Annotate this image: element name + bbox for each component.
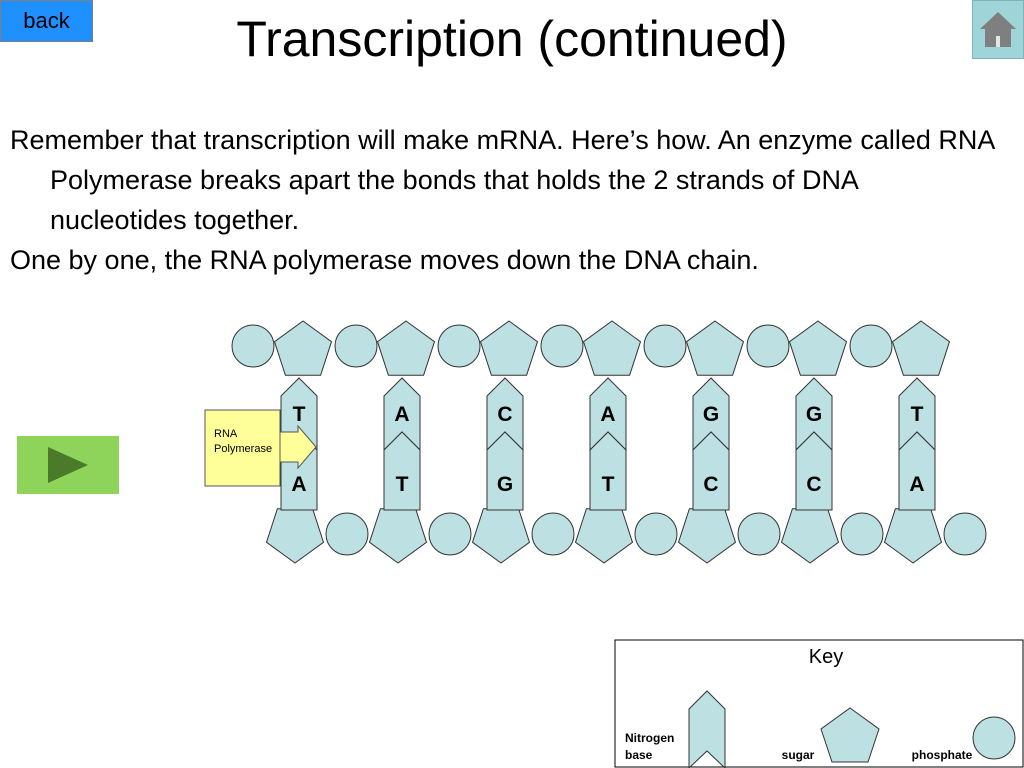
play-button[interactable] [17, 436, 119, 494]
base-letter-top: C [497, 403, 512, 426]
play-icon [48, 447, 88, 483]
home-button[interactable] [972, 0, 1024, 59]
sugar-pentagon [368, 508, 428, 564]
nitrogen-base-bottom [692, 431, 730, 511]
polymerase-label-1: RNA [214, 428, 238, 440]
sugar-pentagon [574, 508, 634, 564]
key-nitrogen-base-icon [688, 690, 726, 768]
base-letter-top: G [703, 403, 719, 426]
phosphate-circle [428, 512, 472, 556]
polymerase-label-2: Polymerase [214, 443, 272, 455]
phosphate-circle [840, 512, 884, 556]
bottom-backbone [265, 508, 987, 564]
base-letter-bottom: A [291, 473, 306, 496]
base-letter-bottom: T [396, 473, 409, 496]
base-letter-bottom: C [806, 473, 821, 496]
sugar-pentagon [273, 320, 333, 376]
key-sugar-icon [820, 707, 880, 763]
base-letter-bottom: C [703, 473, 718, 496]
sugar-pentagon [685, 320, 745, 376]
base-letter-top: T [293, 403, 306, 426]
key-title: Key [809, 646, 843, 668]
base-letter-top: A [600, 403, 615, 426]
back-button[interactable]: back [0, 0, 93, 42]
phosphate-circle [737, 512, 781, 556]
sugar-pentagon [479, 320, 539, 376]
body-text: Remember that transcription will make mR… [10, 120, 1000, 280]
key-box: Key Nitrogen base sugar phosphate [614, 639, 1024, 768]
base-letter-top: A [394, 403, 409, 426]
nitrogen-base-bottom [383, 431, 421, 511]
nitrogen-base-bottom [486, 431, 524, 511]
sugar-pentagon [883, 508, 943, 564]
phosphate-circle [540, 324, 584, 368]
nitrogen-base-bottom [589, 431, 627, 511]
paragraph-1: Remember that transcription will make mR… [10, 125, 994, 235]
nitrogen-base-bottom [795, 431, 833, 511]
nitrogen-bases: T A A T C G A T G C G C T A [280, 377, 936, 511]
phosphate-circle [634, 512, 678, 556]
rna-polymerase: RNA Polymerase [204, 409, 317, 487]
sugar-pentagon [788, 320, 848, 376]
sugar-pentagon [582, 320, 642, 376]
base-letter-top: T [911, 403, 924, 426]
paragraph-2: One by one, the RNA polymerase moves dow… [10, 245, 759, 275]
key-nitrogen-label-2: base [625, 748, 653, 762]
page-title: Transcription (continued) [236, 11, 788, 67]
sugar-pentagon [265, 508, 325, 564]
phosphate-circle [334, 324, 378, 368]
phosphate-circle [325, 512, 369, 556]
key-sugar-label: sugar [782, 748, 815, 762]
sugar-pentagon [471, 508, 531, 564]
top-backbone [231, 320, 951, 376]
sugar-pentagon [376, 320, 436, 376]
key-phosphate-icon [972, 716, 1016, 760]
key-nitrogen-label-1: Nitrogen [625, 731, 674, 745]
sugar-pentagon [677, 508, 737, 564]
phosphate-circle [746, 324, 790, 368]
base-letter-bottom: T [602, 473, 615, 496]
base-letter-top: G [806, 403, 822, 426]
base-letter-bottom: G [497, 473, 513, 496]
phosphate-circle [643, 324, 687, 368]
home-icon [980, 11, 1016, 47]
phosphate-circle [943, 512, 987, 556]
sugar-pentagon [780, 508, 840, 564]
nitrogen-base-bottom [898, 431, 936, 511]
phosphate-circle [849, 324, 893, 368]
base-letter-bottom: A [909, 473, 924, 496]
key-phosphate-label: phosphate [912, 748, 973, 762]
phosphate-circle [437, 324, 481, 368]
phosphate-circle [531, 512, 575, 556]
phosphate-circle [231, 324, 275, 368]
sugar-pentagon [891, 320, 951, 376]
